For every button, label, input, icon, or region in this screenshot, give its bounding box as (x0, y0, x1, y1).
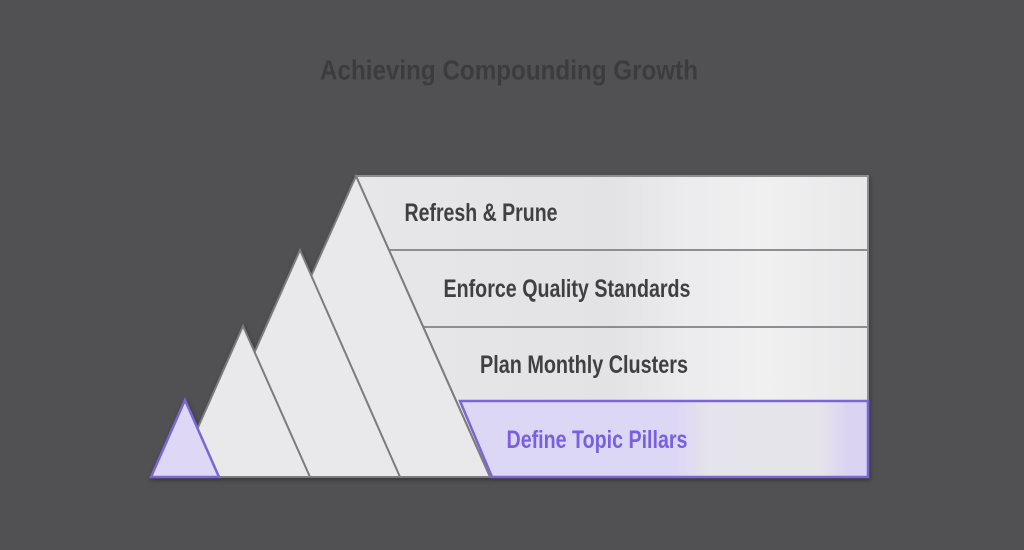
level-1-triangle-cap (149, 396, 221, 479)
level-label-enforce-quality-standards: Enforce Quality Standards (444, 275, 691, 303)
level-2-triangle-cap (174, 323, 312, 478)
level-label-plan-monthly-clusters: Plan Monthly Clusters (480, 351, 688, 379)
level-label-refresh-prune: Refresh & Prune (405, 199, 558, 227)
diagram-title: Achieving Compounding Growth (320, 55, 698, 86)
level-1-highlight-band (458, 399, 870, 479)
level-label-define-topic-pillars: Define Topic Pillars (507, 426, 688, 454)
